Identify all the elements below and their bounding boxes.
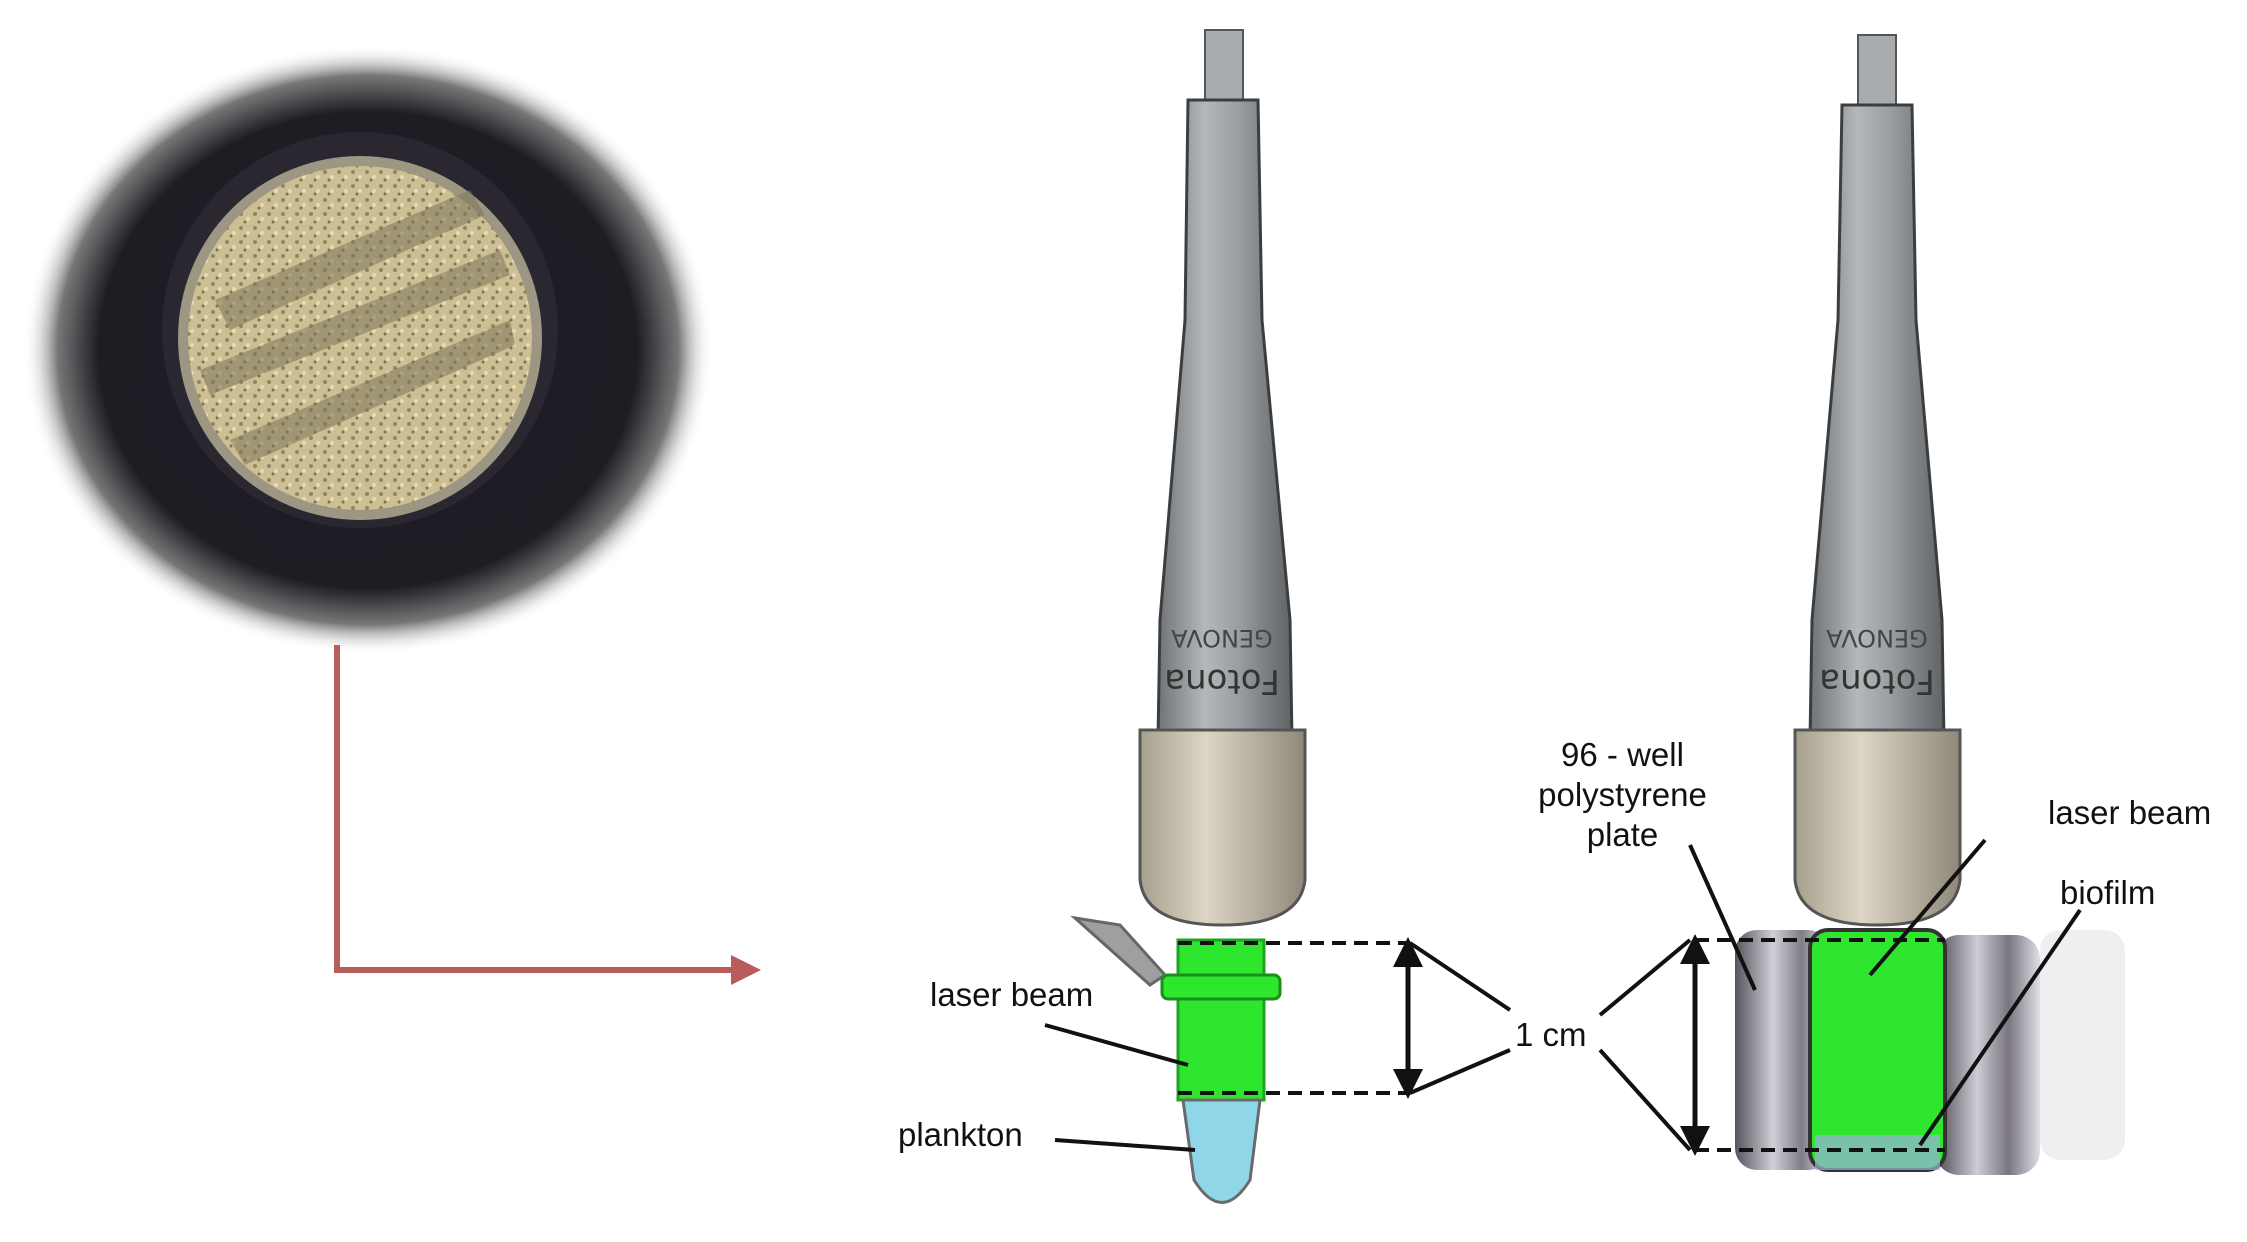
handpiece-right: Fotona GENOVA bbox=[1795, 35, 1960, 925]
handpiece-left: Fotona GENOVA bbox=[1140, 30, 1305, 925]
red-arrow bbox=[337, 645, 755, 970]
label-plate-line2: polystyrene bbox=[1515, 775, 1730, 815]
label-96-well-plate: 96 - well polystyrene plate bbox=[1515, 735, 1730, 855]
label-plankton: plankton bbox=[898, 1115, 1023, 1155]
label-plate-line3: plate bbox=[1515, 815, 1730, 855]
well-plate bbox=[1735, 930, 2125, 1175]
brand-text-right: Fotona bbox=[1819, 661, 1935, 701]
label-biofilm: biofilm bbox=[2060, 873, 2155, 913]
label-1-cm: 1 cm bbox=[1515, 1015, 1587, 1055]
label-laser-beam-right: laser beam bbox=[2048, 793, 2211, 833]
label-plate-line1: 96 - well bbox=[1515, 735, 1730, 775]
model-text-right: GENOVA bbox=[1826, 624, 1928, 652]
brand-text-left: Fotona bbox=[1164, 661, 1280, 701]
model-text-left: GENOVA bbox=[1171, 624, 1273, 652]
petri-dish bbox=[23, 45, 713, 655]
label-laser-beam-left: laser beam bbox=[930, 975, 1093, 1015]
